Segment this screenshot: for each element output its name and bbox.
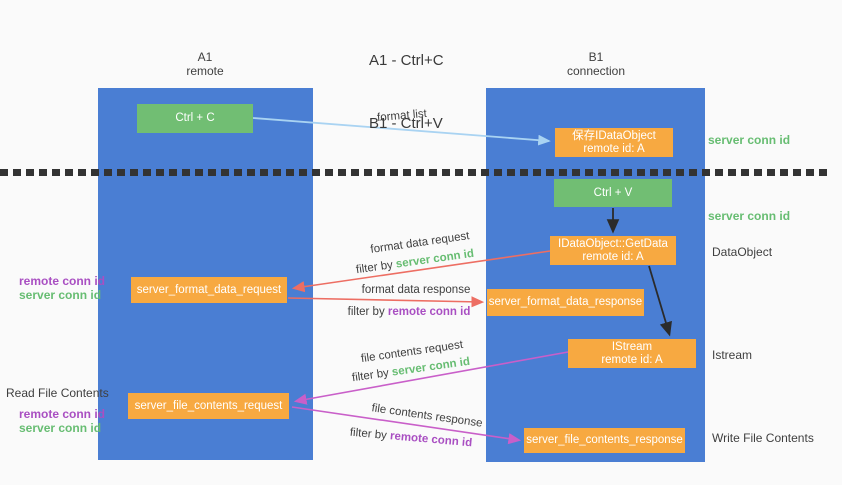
node-server-format-data-response: server_format_data_response [487,289,644,316]
node-file-request-label: server_file_contents_request [134,399,283,412]
annotation-server-conn-id: server conn id [19,288,102,302]
node-save-idataobject: 保存IDataObject remote id: A [555,128,673,157]
lane-header-a1: A1 remote [186,50,223,78]
node-ctrl-c-label: Ctrl + C [175,112,215,124]
arrow-format-list [252,117,551,146]
node-getdata-line2: remote id: A [582,250,644,263]
annotation-write-file-contents: Write File Contents [712,431,814,445]
annotation-text: Write File Contents [712,431,814,445]
node-istream: IStream remote id: A [568,339,696,368]
annotation-text: server conn id [708,133,791,147]
title-line-2: B1 - Ctrl+V [369,115,443,132]
node-istream-line1: IStream [611,340,653,353]
arrow-file-contents-request [293,351,569,405]
arrow-format-data-request [291,250,551,293]
annotation-dataobject: DataObject [712,245,772,259]
arrow-format-data-response [287,296,485,308]
lane-b1-role: connection [566,64,626,78]
annotation-text: DataObject [712,245,773,259]
node-ctrl-v-label: Ctrl + V [593,186,633,199]
annotation-text: Istream [712,348,753,362]
node-save-idataobject-line1: 保存IDataObject [572,129,656,142]
annotation-text: server conn id [708,209,791,223]
filter-remote-conn-id: remote conn id [387,306,471,318]
annotation-remote-conn-id: remote conn id [19,274,106,288]
dotted-separator-line [0,169,828,176]
annotation-read-file-contents: Read File Contents [6,386,109,400]
node-file-response-label: server_file_contents_response [526,434,683,446]
title-line-1: A1 - Ctrl+C [369,52,444,69]
node-server-file-contents-response: server_file_contents_response [524,428,685,453]
lane-b1-name: B1 [588,50,604,64]
node-save-idataobject-line2: remote id: A [583,142,645,155]
lane-header-b1: B1 connection [567,50,625,78]
annotation-server-conn-id: server conn id [19,421,102,435]
node-server-format-data-request: server_format_data_request [131,277,287,303]
arrow-file-contents-response [291,406,522,445]
annotation-conn-ids-1: remote conn id server conn id [19,274,106,302]
annotation-remote-conn-id: remote conn id [19,407,106,421]
node-ctrl-c: Ctrl + C [137,104,253,133]
annotation-istream: Istream [712,348,752,362]
node-idataobject-getdata: IDataObject::GetData remote id: A [550,236,676,265]
arrow-getdata-to-istream [648,265,672,337]
node-format-request-label: server_format_data_request [136,283,282,296]
format-data-response-text: format data response [361,284,471,296]
annotation-server-conn-id-top: server conn id [708,133,790,147]
edge-label-format-data-response: format data response [362,284,471,296]
filter-prefix: filter by [347,306,385,318]
node-getdata-line1: IDataObject::GetData [558,237,668,250]
node-server-file-contents-request: server_file_contents_request [128,393,289,419]
annotation-text: Read File Contents [6,386,109,400]
edge-label-filter-remote-conn-id-1: filter by remote conn id [348,306,471,318]
annotation-server-conn-id-mid: server conn id [708,209,790,223]
node-ctrl-v: Ctrl + V [554,179,672,207]
node-format-response-label: server_format_data_response [488,296,643,308]
lane-a1-name: A1 [197,50,213,64]
lane-a1-role: remote [186,64,224,78]
node-istream-line2: remote id: A [601,353,663,366]
diagram-title: A1 - Ctrl+C B1 - Ctrl+V [369,8,444,176]
annotation-conn-ids-2: remote conn id server conn id [19,407,106,435]
